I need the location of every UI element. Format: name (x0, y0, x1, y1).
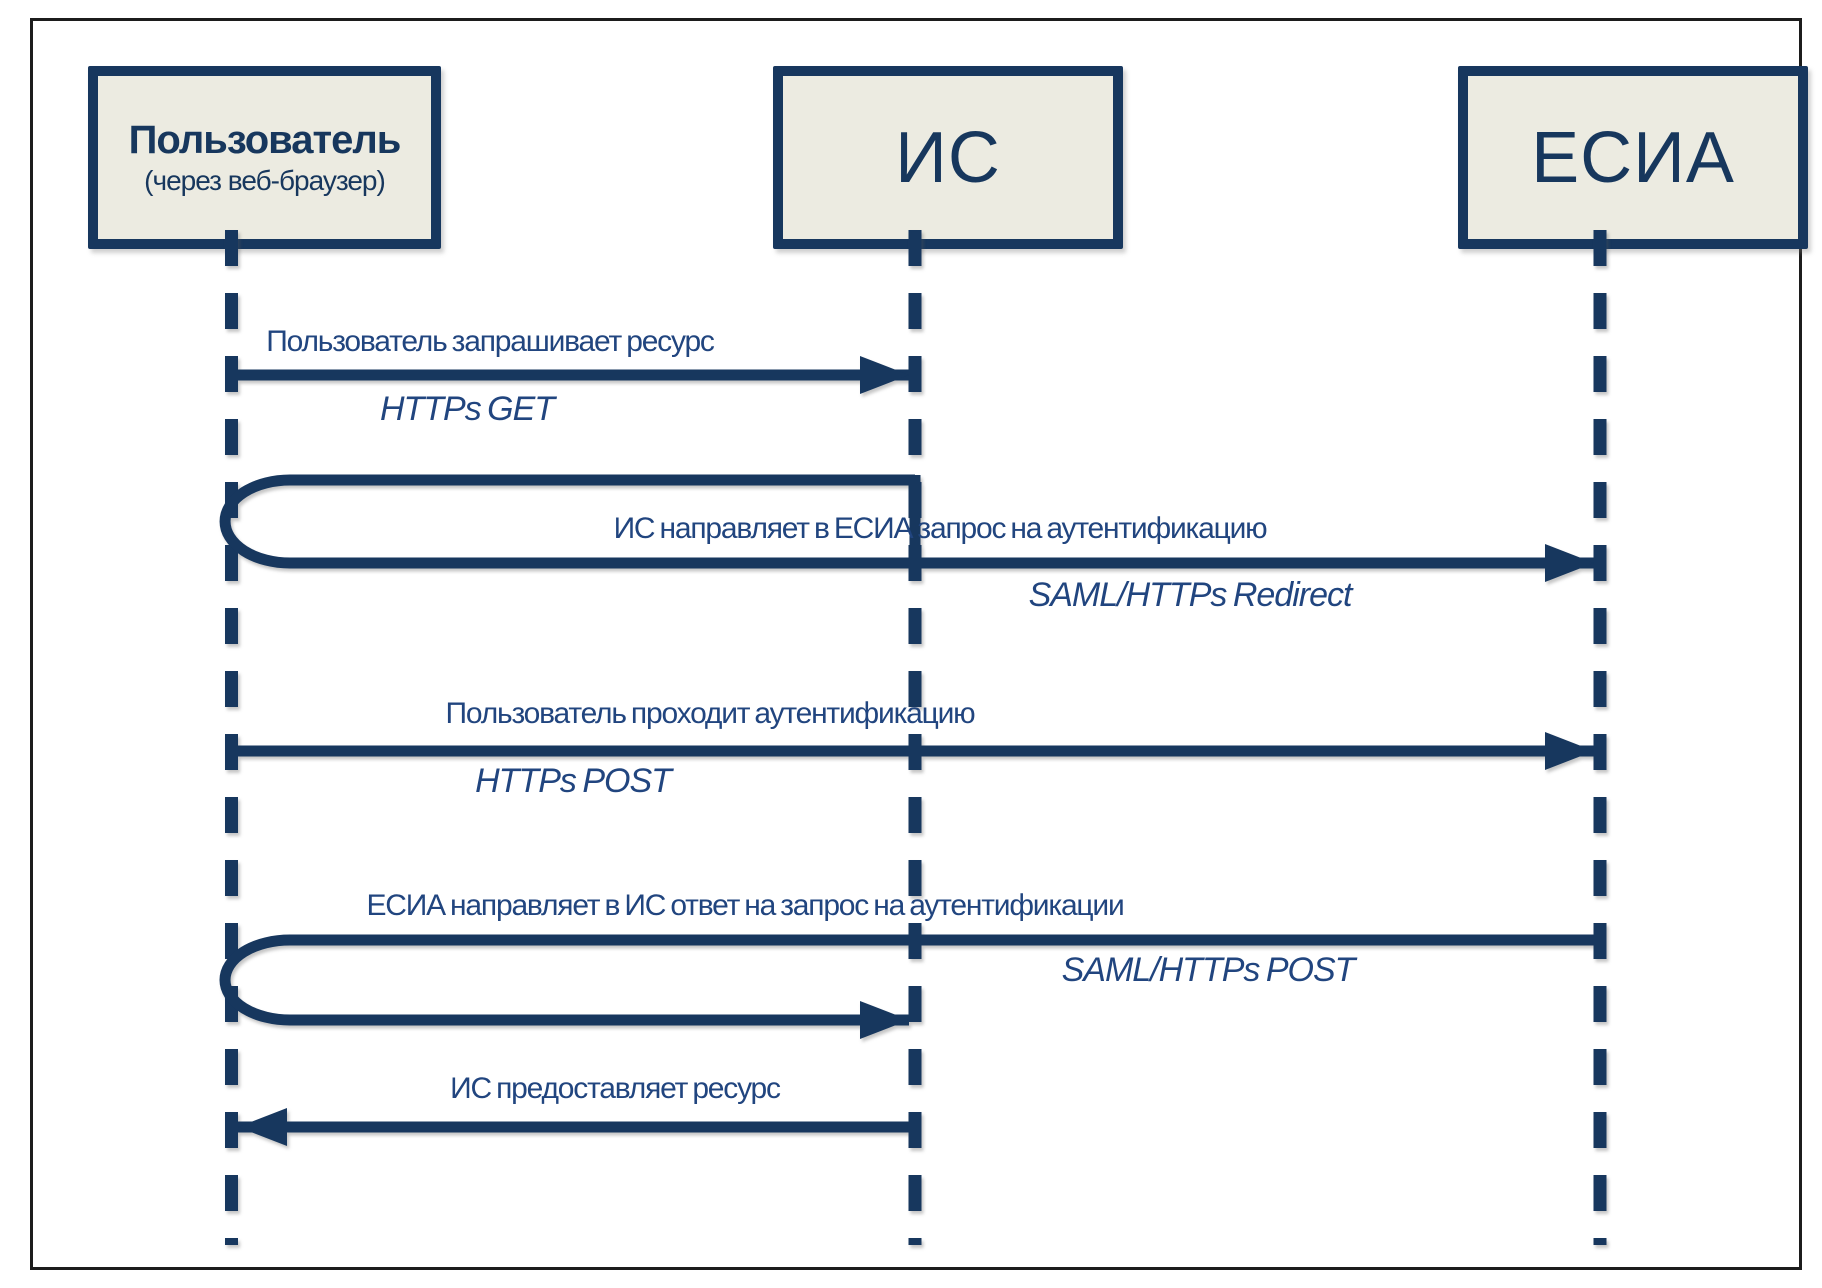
actor-box-is: ИС (773, 66, 1123, 249)
arrow-is-to-esia-redirect-loop (219, 474, 1594, 582)
actor-user-subtitle: (через веб-браузер) (144, 164, 386, 196)
message-3-protocol: HTTPs POST (475, 762, 672, 800)
message-4-label: ЕСИА направляет в ИС ответ на запрос на … (366, 889, 1124, 922)
message-5-label: ИС предоставляет ресурс (450, 1072, 781, 1105)
message-2-label: ИС направляет в ЕСИА запрос на аутентифи… (613, 512, 1268, 545)
message-1-protocol: HTTPs GET (379, 390, 555, 428)
message-2-protocol: SAML/HTTPs Redirect (1028, 576, 1353, 614)
arrow-esia-to-is-post-loop (219, 934, 1600, 1039)
actor-box-user: Пользователь (через веб-браузер) (88, 66, 441, 249)
actor-is-title: ИС (895, 117, 1001, 198)
message-3-label: Пользователь проходит аутентификацию (445, 697, 976, 730)
actor-box-esia: ЕСИА (1458, 66, 1808, 249)
actor-user-title: Пользователь (128, 117, 402, 162)
message-4-protocol: SAML/HTTPs POST (1061, 951, 1356, 989)
message-1-label: Пользователь запрашивает ресурс (266, 325, 715, 358)
actor-esia-title: ЕСИА (1531, 117, 1735, 198)
